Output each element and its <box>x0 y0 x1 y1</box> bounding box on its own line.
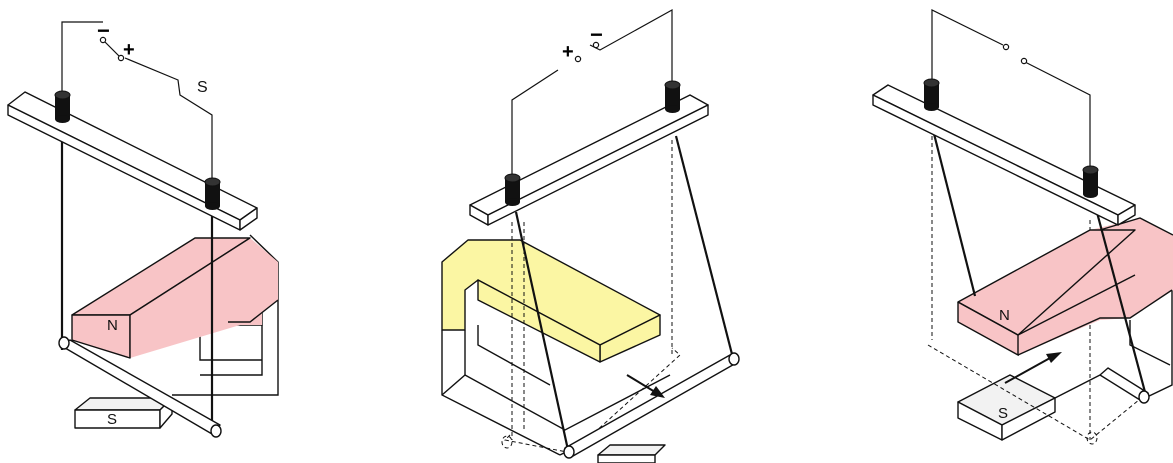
panel-1-switch-label: S <box>197 79 208 96</box>
panel-1-rod <box>58 336 222 438</box>
switch-icon <box>574 55 582 63</box>
terminal-post-icon <box>204 177 221 210</box>
terminal-post-icon <box>504 173 521 206</box>
panel-3-magnet-frame <box>1054 290 1173 399</box>
panel-1-north-label: N <box>107 317 118 334</box>
terminal-post-icon <box>923 78 940 111</box>
switch-icon <box>99 36 107 44</box>
panel-1-south-label: S <box>107 411 117 428</box>
panel-1: S N − + <box>7 18 279 438</box>
arrow-icon <box>1004 352 1062 384</box>
arrow-icon <box>626 374 665 398</box>
terminal-post-icon <box>664 80 681 113</box>
terminal-post-icon <box>1082 165 1099 198</box>
panel-2: + − <box>441 8 740 463</box>
terminal-post-icon <box>54 90 71 123</box>
panel-3: S N <box>872 9 1173 445</box>
panel-2-plus: + <box>562 41 574 63</box>
panel-2-board <box>469 94 709 226</box>
panel-3-south-label: S <box>998 405 1008 422</box>
panel-3-north-label: N <box>999 307 1010 324</box>
panel-2-pole <box>441 239 661 363</box>
switch-icon <box>1002 43 1010 51</box>
panel-1-plus: + <box>123 39 135 61</box>
panel-3-north-pole: N <box>957 217 1173 357</box>
panel-1-south-pole-front <box>74 409 161 429</box>
panel-2-rod <box>563 352 740 459</box>
panel-2-hidden-lines <box>501 140 681 454</box>
panel-1-wires <box>60 21 214 424</box>
panel-3-wires <box>928 9 1147 393</box>
panel-2-minus: − <box>590 22 603 47</box>
panel-1-north-pole: N <box>71 237 279 359</box>
panel-3-board <box>872 84 1136 226</box>
panel-1-switch-lever <box>102 39 122 59</box>
panel-3-rod <box>1099 367 1150 404</box>
panel-1-board <box>7 91 258 231</box>
panel-1-minus: − <box>97 18 110 43</box>
panel-3-south-pole: S <box>957 374 1056 441</box>
